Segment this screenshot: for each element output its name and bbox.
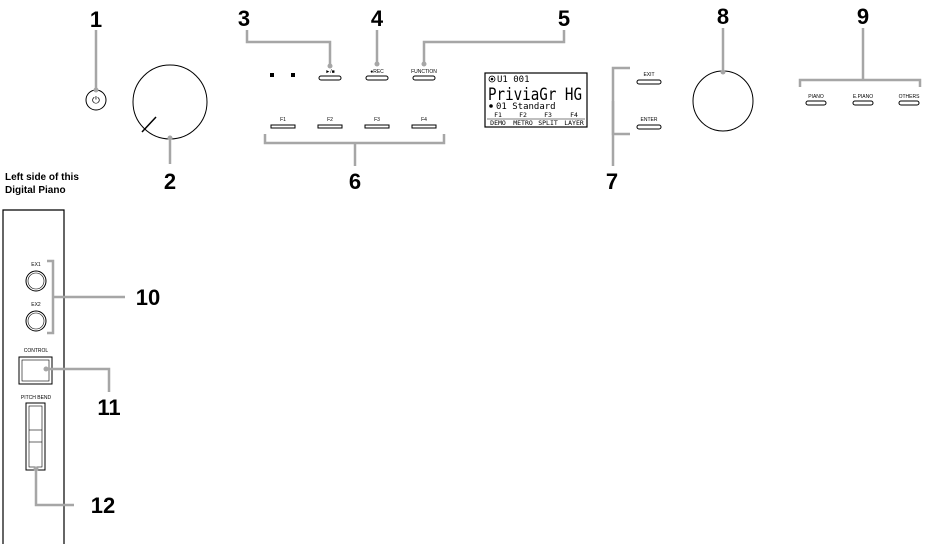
- function-key-f4[interactable]: F4: [411, 117, 437, 129]
- power-button[interactable]: ⏻: [85, 89, 107, 111]
- callout-12: 12: [91, 493, 115, 518]
- others-button[interactable]: [898, 100, 920, 106]
- exit-label: EXIT: [643, 72, 654, 78]
- lcd-fkey-1: F1: [494, 111, 502, 119]
- lcd-fkey-2: F2: [519, 111, 527, 119]
- leader-dot-3: [327, 63, 333, 69]
- callout-3: 3: [238, 6, 250, 31]
- ex2-knob-inner: [27, 312, 45, 330]
- bracket-9: [798, 78, 922, 87]
- lcd-target-icon: [488, 75, 496, 83]
- volume-knob-indicator: [141, 116, 157, 133]
- play-stop-button[interactable]: [318, 75, 342, 81]
- callout-4: 4: [371, 6, 384, 31]
- leader-dot-5: [421, 61, 427, 67]
- leader-dot-11: [43, 366, 49, 372]
- side-header-line1: Left side of this: [5, 172, 79, 183]
- leader-dot-4: [374, 61, 380, 67]
- control-button-inner: [21, 359, 50, 382]
- f4-label: F4: [421, 117, 427, 123]
- callout-10: 10: [136, 285, 160, 310]
- lcd-fkey-4: F4: [570, 111, 578, 119]
- lcd-fkey-3: F3: [544, 111, 552, 119]
- lcd-display: U1 001 PriviaGr HG 01 Standard F1 F2 F3 …: [484, 72, 588, 128]
- e-piano-button[interactable]: [852, 100, 874, 106]
- callout-7: 7: [606, 169, 618, 194]
- f3-button[interactable]: [364, 124, 390, 129]
- volume-knob[interactable]: [132, 64, 208, 140]
- dial[interactable]: [692, 70, 754, 132]
- side-panel-outline: [2, 209, 65, 544]
- callout-5: 5: [558, 6, 570, 31]
- f1-button[interactable]: [270, 124, 296, 129]
- e-piano-label: E.PIANO: [853, 94, 873, 100]
- callout-1: 1: [90, 7, 102, 32]
- rec-label: ●REC: [370, 69, 384, 75]
- lcd-flabel-metro: METRO: [513, 119, 533, 127]
- ex1-knob-inner: [27, 272, 45, 290]
- lcd-flabel-split: SPLIT: [538, 119, 558, 127]
- pitch-bend-label: PITCH BEND: [21, 395, 52, 401]
- leader-dot-2: [167, 135, 173, 141]
- leader-11: [46, 367, 111, 392]
- lcd-bullet: [489, 104, 493, 108]
- function-label: FUNCTION: [411, 69, 437, 75]
- lcd-frame: [484, 72, 588, 128]
- enter-label: ENTER: [641, 117, 658, 123]
- function-key-f3[interactable]: F3: [364, 117, 390, 129]
- panel-dot: [270, 73, 274, 77]
- lcd-line1: U1 001: [497, 75, 530, 85]
- lcd-target-dot: [490, 77, 494, 81]
- exit-button[interactable]: [636, 79, 662, 85]
- piano-label: PIANO: [808, 94, 824, 100]
- function-key-f1[interactable]: F1: [270, 117, 296, 129]
- function-button[interactable]: [412, 75, 436, 81]
- ex1-label: EX1: [31, 262, 41, 268]
- panel-dot: [291, 73, 295, 77]
- callout-9: 9: [857, 4, 869, 29]
- leader-12: [34, 469, 74, 507]
- bracket-10: [47, 259, 55, 335]
- callout-6: 6: [349, 169, 361, 194]
- leader-5: [422, 30, 566, 64]
- f3-label: F3: [374, 117, 380, 123]
- bracket-6: [263, 134, 446, 145]
- ex2-label: EX2: [31, 302, 41, 308]
- function-key-f2[interactable]: F2: [317, 117, 343, 129]
- power-icon: ⏻: [92, 96, 100, 107]
- ex2-knob[interactable]: [25, 310, 47, 332]
- leader-dot-12: [33, 466, 39, 472]
- lcd-flabel-demo: DEMO: [490, 119, 506, 127]
- rec-button[interactable]: [365, 75, 389, 81]
- lcd-line2: PriviaGr HG: [488, 85, 582, 105]
- side-header-line2: Digital Piano: [5, 185, 66, 196]
- play-stop-label: ►/■: [325, 69, 334, 75]
- leader-dot-1: [93, 87, 99, 93]
- callout-2: 2: [164, 169, 176, 194]
- bracket-7: [611, 66, 630, 136]
- ex1-knob[interactable]: [25, 270, 47, 292]
- f2-button[interactable]: [317, 124, 343, 129]
- f2-label: F2: [327, 117, 333, 123]
- control-label: CONTROL: [24, 348, 49, 354]
- f1-label: F1: [280, 117, 286, 123]
- leader-3: [245, 30, 332, 66]
- enter-button[interactable]: [636, 124, 662, 130]
- lcd-flabel-layer: LAYER: [564, 119, 584, 127]
- callout-11: 11: [97, 395, 120, 420]
- f4-button[interactable]: [411, 124, 437, 129]
- callout-8: 8: [717, 4, 729, 29]
- leader-dot-8: [720, 69, 726, 75]
- lcd-line3: 01 Standard: [496, 102, 556, 112]
- others-label: OTHERS: [899, 94, 921, 100]
- piano-button[interactable]: [805, 100, 827, 106]
